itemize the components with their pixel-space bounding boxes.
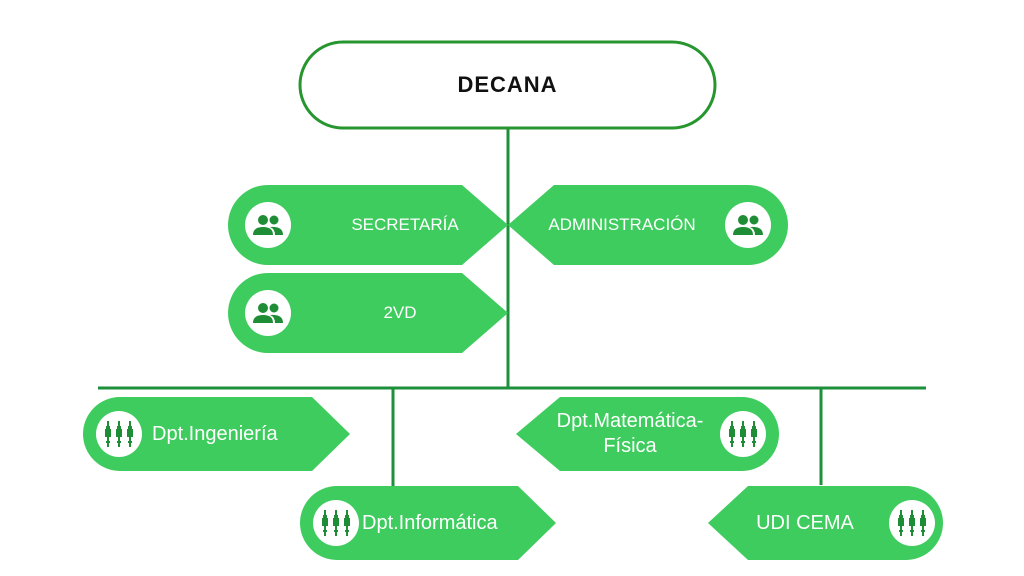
- administracion-node-shape: [508, 185, 788, 265]
- matematica-label: Dpt.Matemática-Física: [556, 410, 704, 457]
- administracion-label: ADMINISTRACIÓN: [548, 215, 696, 235]
- informatica-label: Dpt.Informática: [362, 511, 498, 534]
- ingenieria-node-shape: [83, 397, 350, 471]
- root-node-shape: [298, 40, 717, 130]
- udi-label: UDI CEMA: [756, 511, 854, 534]
- connectors-icon: [313, 500, 359, 546]
- root-node-label: DECANA: [457, 72, 558, 97]
- connectors-icon: [96, 411, 142, 457]
- vd2-node-shape: [228, 273, 508, 353]
- people-icon: [245, 290, 291, 336]
- connectors-icon: [889, 500, 935, 546]
- people-icon: [725, 202, 771, 248]
- secretaria-node-shape: [228, 185, 508, 265]
- secretaria-label: SECRETARÍA: [351, 215, 459, 235]
- informatica-node-shape: [300, 486, 556, 560]
- people-icon: [245, 202, 291, 248]
- connectors-icon: [720, 411, 766, 457]
- udi-node-shape: [708, 486, 943, 560]
- vd2-label: 2VD: [383, 303, 417, 323]
- matematica-node-shape: [516, 397, 779, 471]
- ingenieria-label: Dpt.Ingeniería: [152, 422, 278, 445]
